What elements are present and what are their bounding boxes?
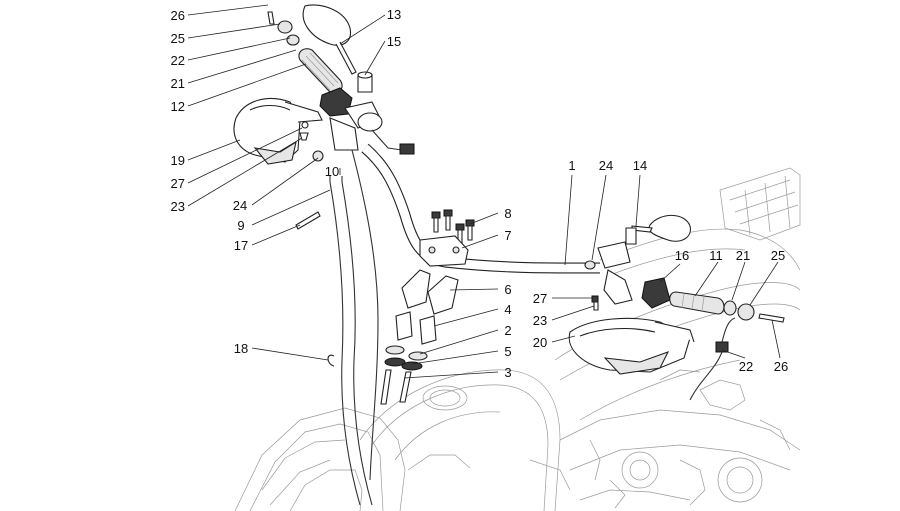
callout-3: 3 bbox=[504, 365, 511, 380]
callout-8: 8 bbox=[504, 206, 511, 221]
bar-end-weight-right bbox=[737, 303, 755, 321]
callout-labels: 26 25 22 21 12 13 15 19 27 23 24 10 9 17… bbox=[171, 7, 789, 380]
pin-17 bbox=[295, 211, 321, 230]
callout-1: 1 bbox=[568, 158, 575, 173]
left-mirror-stem bbox=[335, 41, 357, 75]
handlebar bbox=[361, 143, 600, 274]
callout-24-left: 24 bbox=[233, 198, 247, 213]
callout-17: 17 bbox=[234, 238, 248, 253]
bar-end-screw-right bbox=[758, 313, 785, 323]
callout-24-right: 24 bbox=[599, 158, 613, 173]
motorcycle-outline bbox=[234, 167, 801, 511]
throttle-cable-b bbox=[341, 181, 373, 506]
clip-ring-18 bbox=[327, 354, 335, 367]
callout-14: 14 bbox=[633, 158, 647, 173]
callout-21-left: 21 bbox=[171, 76, 185, 91]
callout-19: 19 bbox=[171, 153, 185, 168]
callout-4: 4 bbox=[504, 302, 511, 317]
callout-6: 6 bbox=[504, 282, 511, 297]
clutch-cable bbox=[351, 149, 379, 481]
handlebar-clamp-assembly bbox=[380, 209, 475, 405]
callout-16: 16 bbox=[675, 248, 689, 263]
bolt-3-left bbox=[380, 369, 392, 405]
spacer-23-left bbox=[299, 132, 309, 141]
bushing-4-right bbox=[419, 315, 437, 345]
nut-24-right bbox=[584, 260, 596, 270]
bar-end-weight-left bbox=[277, 20, 293, 34]
brake-reservoir bbox=[597, 241, 631, 269]
bar-end-screw-left bbox=[267, 11, 275, 25]
leader-lines bbox=[187, 4, 781, 379]
callout-10: 10 bbox=[325, 164, 339, 179]
right-hand-guard bbox=[568, 317, 695, 375]
callout-18: 18 bbox=[234, 341, 248, 356]
bushing-4-left bbox=[395, 311, 413, 341]
callout-12: 12 bbox=[171, 99, 185, 114]
callout-2: 2 bbox=[504, 323, 511, 338]
right-grip bbox=[669, 291, 725, 315]
bushing-left bbox=[286, 34, 300, 46]
callout-20: 20 bbox=[533, 335, 547, 350]
nut-24-left bbox=[312, 150, 324, 162]
callout-22-right: 22 bbox=[739, 359, 753, 374]
callout-21-right: 21 bbox=[736, 248, 750, 263]
connector-22 bbox=[715, 341, 729, 353]
callout-26-left: 26 bbox=[171, 8, 185, 23]
callout-23-right: 23 bbox=[533, 313, 547, 328]
callout-15: 15 bbox=[387, 34, 401, 49]
callout-13: 13 bbox=[387, 7, 401, 22]
clamp-bolts bbox=[431, 209, 475, 245]
callout-25-right: 25 bbox=[771, 248, 785, 263]
left-controls bbox=[233, 4, 415, 506]
screw-27-left bbox=[301, 121, 309, 129]
bolt-3-right bbox=[399, 371, 412, 403]
callout-26-right: 26 bbox=[774, 359, 788, 374]
spacer-23-right bbox=[593, 301, 599, 311]
left-mirror bbox=[302, 4, 352, 46]
screw-27-right bbox=[591, 295, 599, 303]
left-hand-guard bbox=[233, 98, 323, 165]
left-switch-assembly bbox=[319, 87, 415, 155]
callout-27-left: 27 bbox=[171, 176, 185, 191]
right-mirror bbox=[648, 214, 691, 242]
callout-7: 7 bbox=[504, 228, 511, 243]
left-grip bbox=[298, 48, 343, 94]
callout-11: 11 bbox=[709, 248, 723, 263]
mirror-cap-right bbox=[625, 227, 637, 245]
upper-clamp bbox=[419, 235, 469, 267]
right-controls bbox=[568, 214, 785, 401]
throttle-cable-a bbox=[329, 181, 361, 506]
callout-23-left: 23 bbox=[171, 199, 185, 214]
callout-27-right: 27 bbox=[533, 291, 547, 306]
right-switch bbox=[641, 277, 671, 309]
riser-right bbox=[427, 275, 459, 315]
callout-25-left: 25 bbox=[171, 31, 185, 46]
callout-5: 5 bbox=[504, 344, 511, 359]
riser-left bbox=[401, 269, 431, 309]
callout-22-left: 22 bbox=[171, 53, 185, 68]
bushing-right bbox=[723, 300, 737, 316]
callout-9: 9 bbox=[237, 218, 244, 233]
